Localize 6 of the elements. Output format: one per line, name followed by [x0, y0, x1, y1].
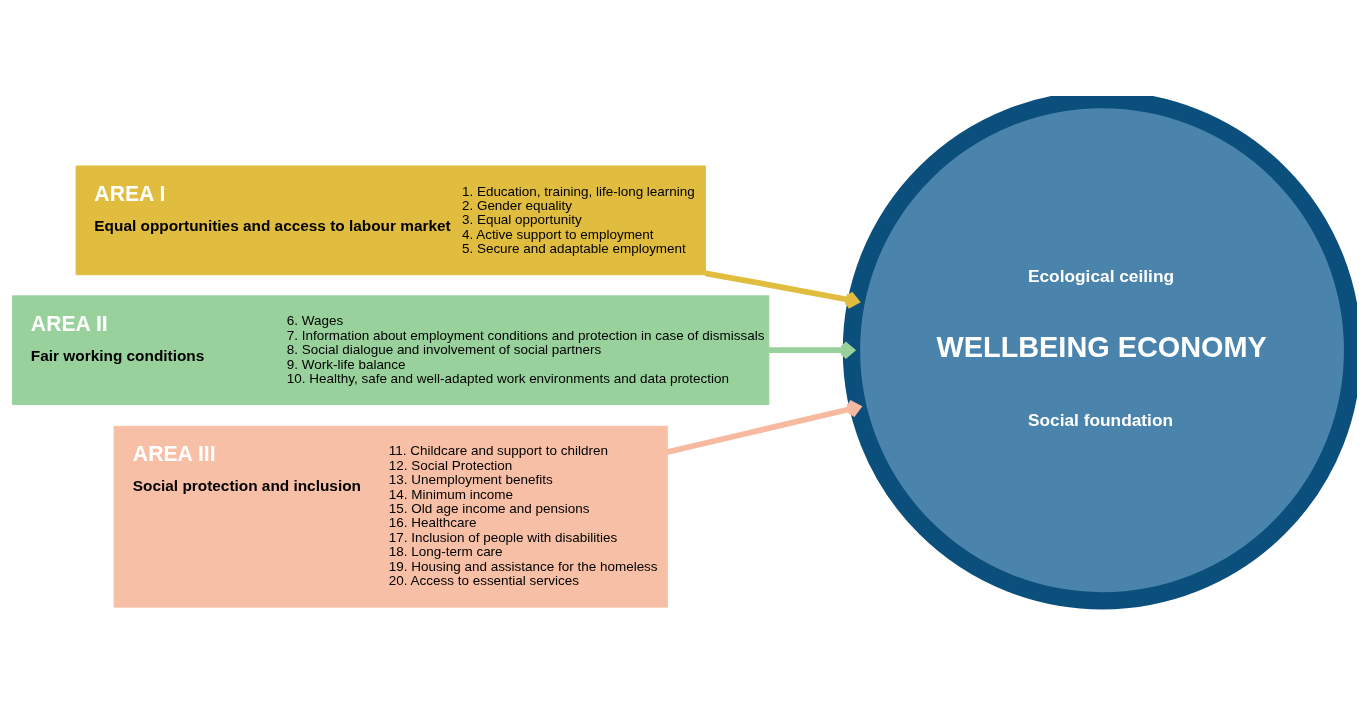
node-box: AREA III Social protection and inclusion 11. Childcare and support to children 12. Social Protection 13. Unemployment benefits 14. Minimum income 15. Old age income and pensions 16. Healthcare 17. Inclusion of people with disabilities 18. Long-term care 19. Housing and assistance for the homeless 20. Access to essential services	[113, 425, 668, 608]
arrow	[768, 340, 855, 360]
node-box: AREA I Equal opportunities and access to labour market 1. Education, training, life-long learning 2. Gender equality 3. Equal opportunity 4. Active support to employment 5. Secure and adaptable employment	[75, 165, 706, 276]
node-box: AREA II Fair working conditions 6. Wages 7. Information about employment conditions and protection in case of dismissals 8. Social dialogue and involvement of social partners 9. Work-life balance 10. Healthy, safe and well-adapted work environments and data protection	[12, 295, 770, 406]
arrow	[666, 399, 861, 455]
arrow	[704, 270, 860, 310]
